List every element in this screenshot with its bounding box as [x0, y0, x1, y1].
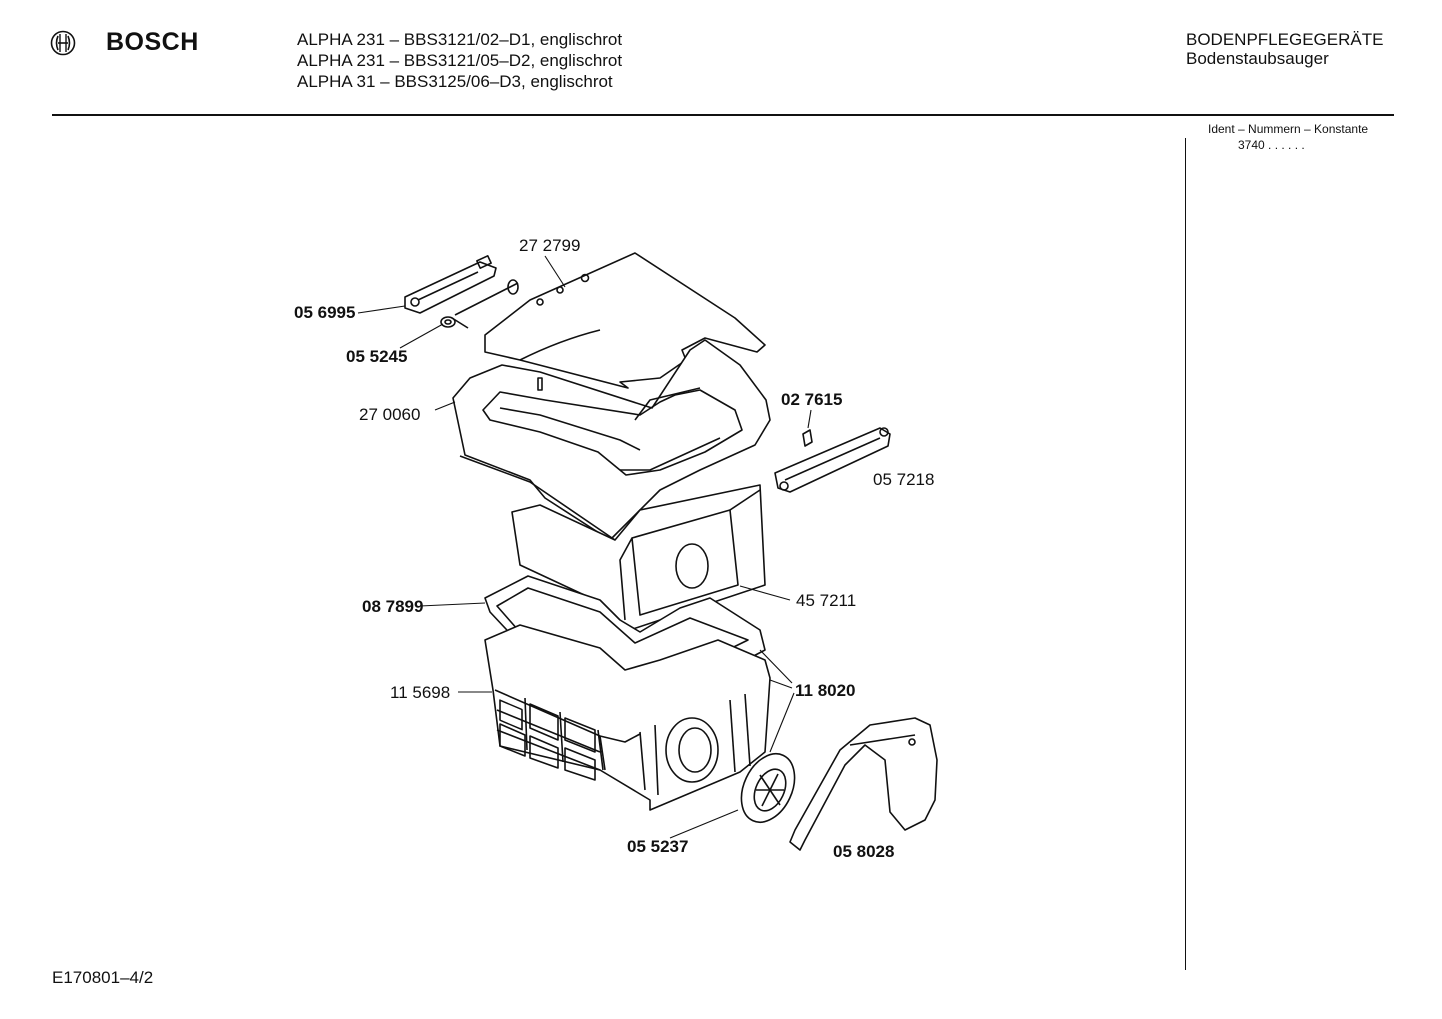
model-line: ALPHA 231 – BBS3121/05–D2, englischrot — [297, 51, 623, 70]
part-top-housing[interactable] — [452, 339, 771, 541]
model-line: ALPHA 31 – BBS3125/06–D3, englischrot — [297, 72, 613, 91]
brand-name: BOSCH — [106, 28, 199, 56]
leader-line — [544, 255, 566, 288]
ident-number: 3740 . . . . . . — [1238, 138, 1305, 152]
part-label-272799: 27 2799 — [519, 236, 580, 255]
leader-line — [807, 409, 812, 429]
footer-code: E170801–4/2 — [52, 968, 154, 987]
part-label-056995: 05 6995 — [294, 303, 355, 322]
part-carry-handle[interactable] — [789, 717, 938, 851]
category-title: BODENPFLEGEGERÄTE — [1186, 30, 1384, 49]
part-latch[interactable] — [404, 255, 497, 314]
leader-line — [399, 323, 444, 349]
part-label-118020: 11 8020 — [795, 681, 856, 700]
leader-line — [669, 809, 739, 839]
part-label-027615: 02 7615 — [781, 390, 842, 409]
part-lid-cover[interactable] — [484, 252, 766, 389]
leader-line — [434, 401, 456, 411]
part-label-055245: 05 5245 — [346, 347, 407, 366]
part-label-457211: 45 7211 — [796, 591, 856, 610]
ident-block: Ident – Nummern – Konstante 3740 . . . .… — [1208, 121, 1368, 153]
part-label-270060: 27 0060 — [359, 405, 420, 424]
header-divider — [52, 114, 1394, 116]
part-label-087899: 08 7899 — [362, 597, 423, 616]
leader-line — [419, 602, 486, 607]
side-column-divider — [1185, 138, 1186, 970]
leader-line — [769, 679, 793, 689]
part-pin-spring[interactable] — [454, 279, 519, 316]
leader-line — [769, 692, 795, 753]
part-label-115698: 11 5698 — [390, 683, 450, 702]
category-subtitle: Bodenstaubsauger — [1186, 49, 1329, 68]
part-label-055237: 05 5237 — [627, 837, 688, 856]
part-label-057218: 05 7218 — [873, 470, 934, 489]
leader-line — [759, 649, 793, 684]
part-label-058028: 05 8028 — [833, 842, 894, 861]
part-rail[interactable] — [774, 427, 891, 493]
part-clip[interactable] — [802, 429, 813, 447]
leader-line — [357, 305, 406, 314]
brand: BOSCH — [50, 28, 199, 57]
model-line: ALPHA 231 – BBS3121/02–D1, englischrot — [297, 30, 623, 49]
leader-line — [739, 585, 791, 601]
category-block: BODENPFLEGEGERÄTE Bodenstaubsauger — [1186, 30, 1383, 68]
part-wheel[interactable] — [731, 745, 805, 831]
model-list: ALPHA 231 – BBS3121/02–D1, englischrot A… — [297, 29, 622, 92]
part-ring[interactable] — [440, 316, 469, 329]
ident-title: Ident – Nummern – Konstante — [1208, 122, 1369, 136]
part-container-box[interactable] — [484, 624, 771, 811]
bosch-armature-logo-icon — [50, 30, 76, 55]
